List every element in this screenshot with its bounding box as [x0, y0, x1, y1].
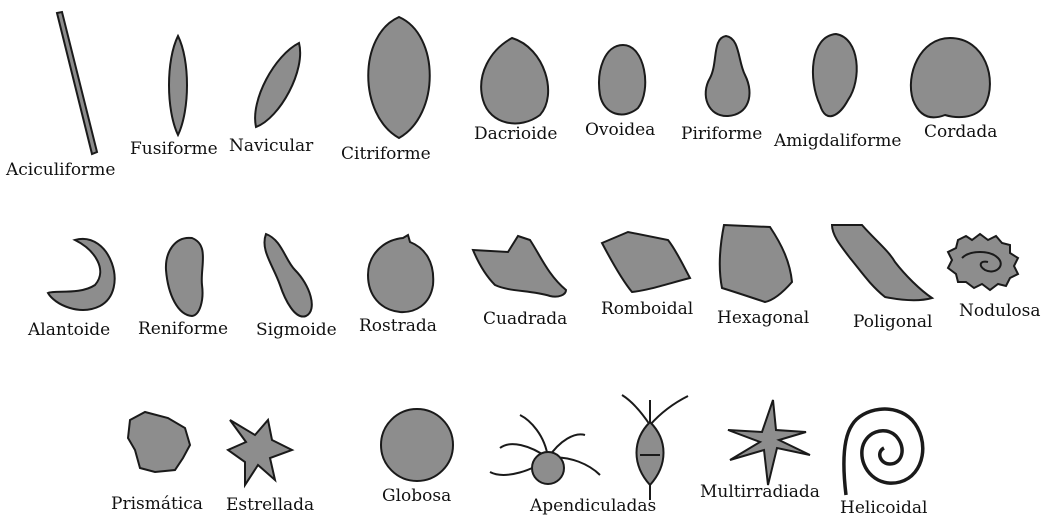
label-cordada: Cordada: [924, 124, 997, 141]
label-rostrada: Rostrada: [359, 318, 437, 335]
label-multirradiada: Multirradiada: [700, 484, 820, 501]
citriforme-spore: [368, 17, 430, 138]
dacrioide-spore: [481, 38, 548, 123]
hexagonal-spore: [720, 225, 792, 302]
globosa-spore: [381, 409, 453, 481]
romboidal-spore: [602, 232, 690, 292]
label-poligonal: Poligonal: [853, 314, 933, 331]
label-reniforme: Reniforme: [138, 321, 228, 338]
prismatica-spore: [128, 412, 190, 472]
label-ovoidea: Ovoidea: [585, 122, 655, 139]
estrellada-spore: [228, 420, 292, 485]
multirradiada-spore: [728, 400, 810, 485]
label-citriforme: Citriforme: [341, 146, 431, 163]
fusiforme-spore: [169, 36, 187, 135]
piriforme-spore: [706, 36, 750, 116]
label-apendiculadas: Apendiculadas: [530, 498, 656, 515]
label-alantoide: Alantoide: [28, 322, 110, 339]
poligonal-spore: [832, 225, 932, 300]
reniforme-spore: [166, 238, 203, 316]
label-piriforme: Piriforme: [681, 126, 762, 143]
apendiculada-spore-round: [490, 415, 600, 484]
ovoidea-spore: [599, 45, 645, 114]
label-fusiforme: Fusiforme: [130, 141, 218, 158]
navicular-spore: [255, 43, 300, 127]
helicoidal-spore: [844, 409, 923, 495]
label-helicoidal: Helicoidal: [840, 500, 927, 517]
cuadrada-spore: [473, 236, 566, 297]
label-dacrioide: Dacrioide: [474, 126, 557, 143]
label-nodulosa: Nodulosa: [959, 303, 1040, 320]
label-hexagonal: Hexagonal: [717, 310, 809, 327]
sigmoide-spore: [264, 234, 311, 317]
label-sigmoide: Sigmoide: [256, 322, 337, 339]
label-globosa: Globosa: [382, 488, 451, 505]
label-amigdaliforme: Amigdaliforme: [774, 133, 901, 150]
label-navicular: Navicular: [229, 138, 313, 155]
label-aciculiforme: Aciculiforme: [6, 162, 115, 179]
apendiculada-spore-fusiform: [622, 395, 688, 500]
label-estrellada: Estrellada: [226, 497, 314, 514]
amigdaliforme-spore: [813, 34, 857, 116]
aciculiforme-spore: [57, 12, 97, 154]
label-cuadrada: Cuadrada: [483, 311, 567, 328]
rostrada-spore: [368, 235, 433, 312]
cordada-spore: [911, 38, 990, 117]
label-romboidal: Romboidal: [601, 301, 693, 318]
alantoide-spore: [48, 239, 115, 310]
label-prismatica: Prismática: [111, 496, 203, 513]
